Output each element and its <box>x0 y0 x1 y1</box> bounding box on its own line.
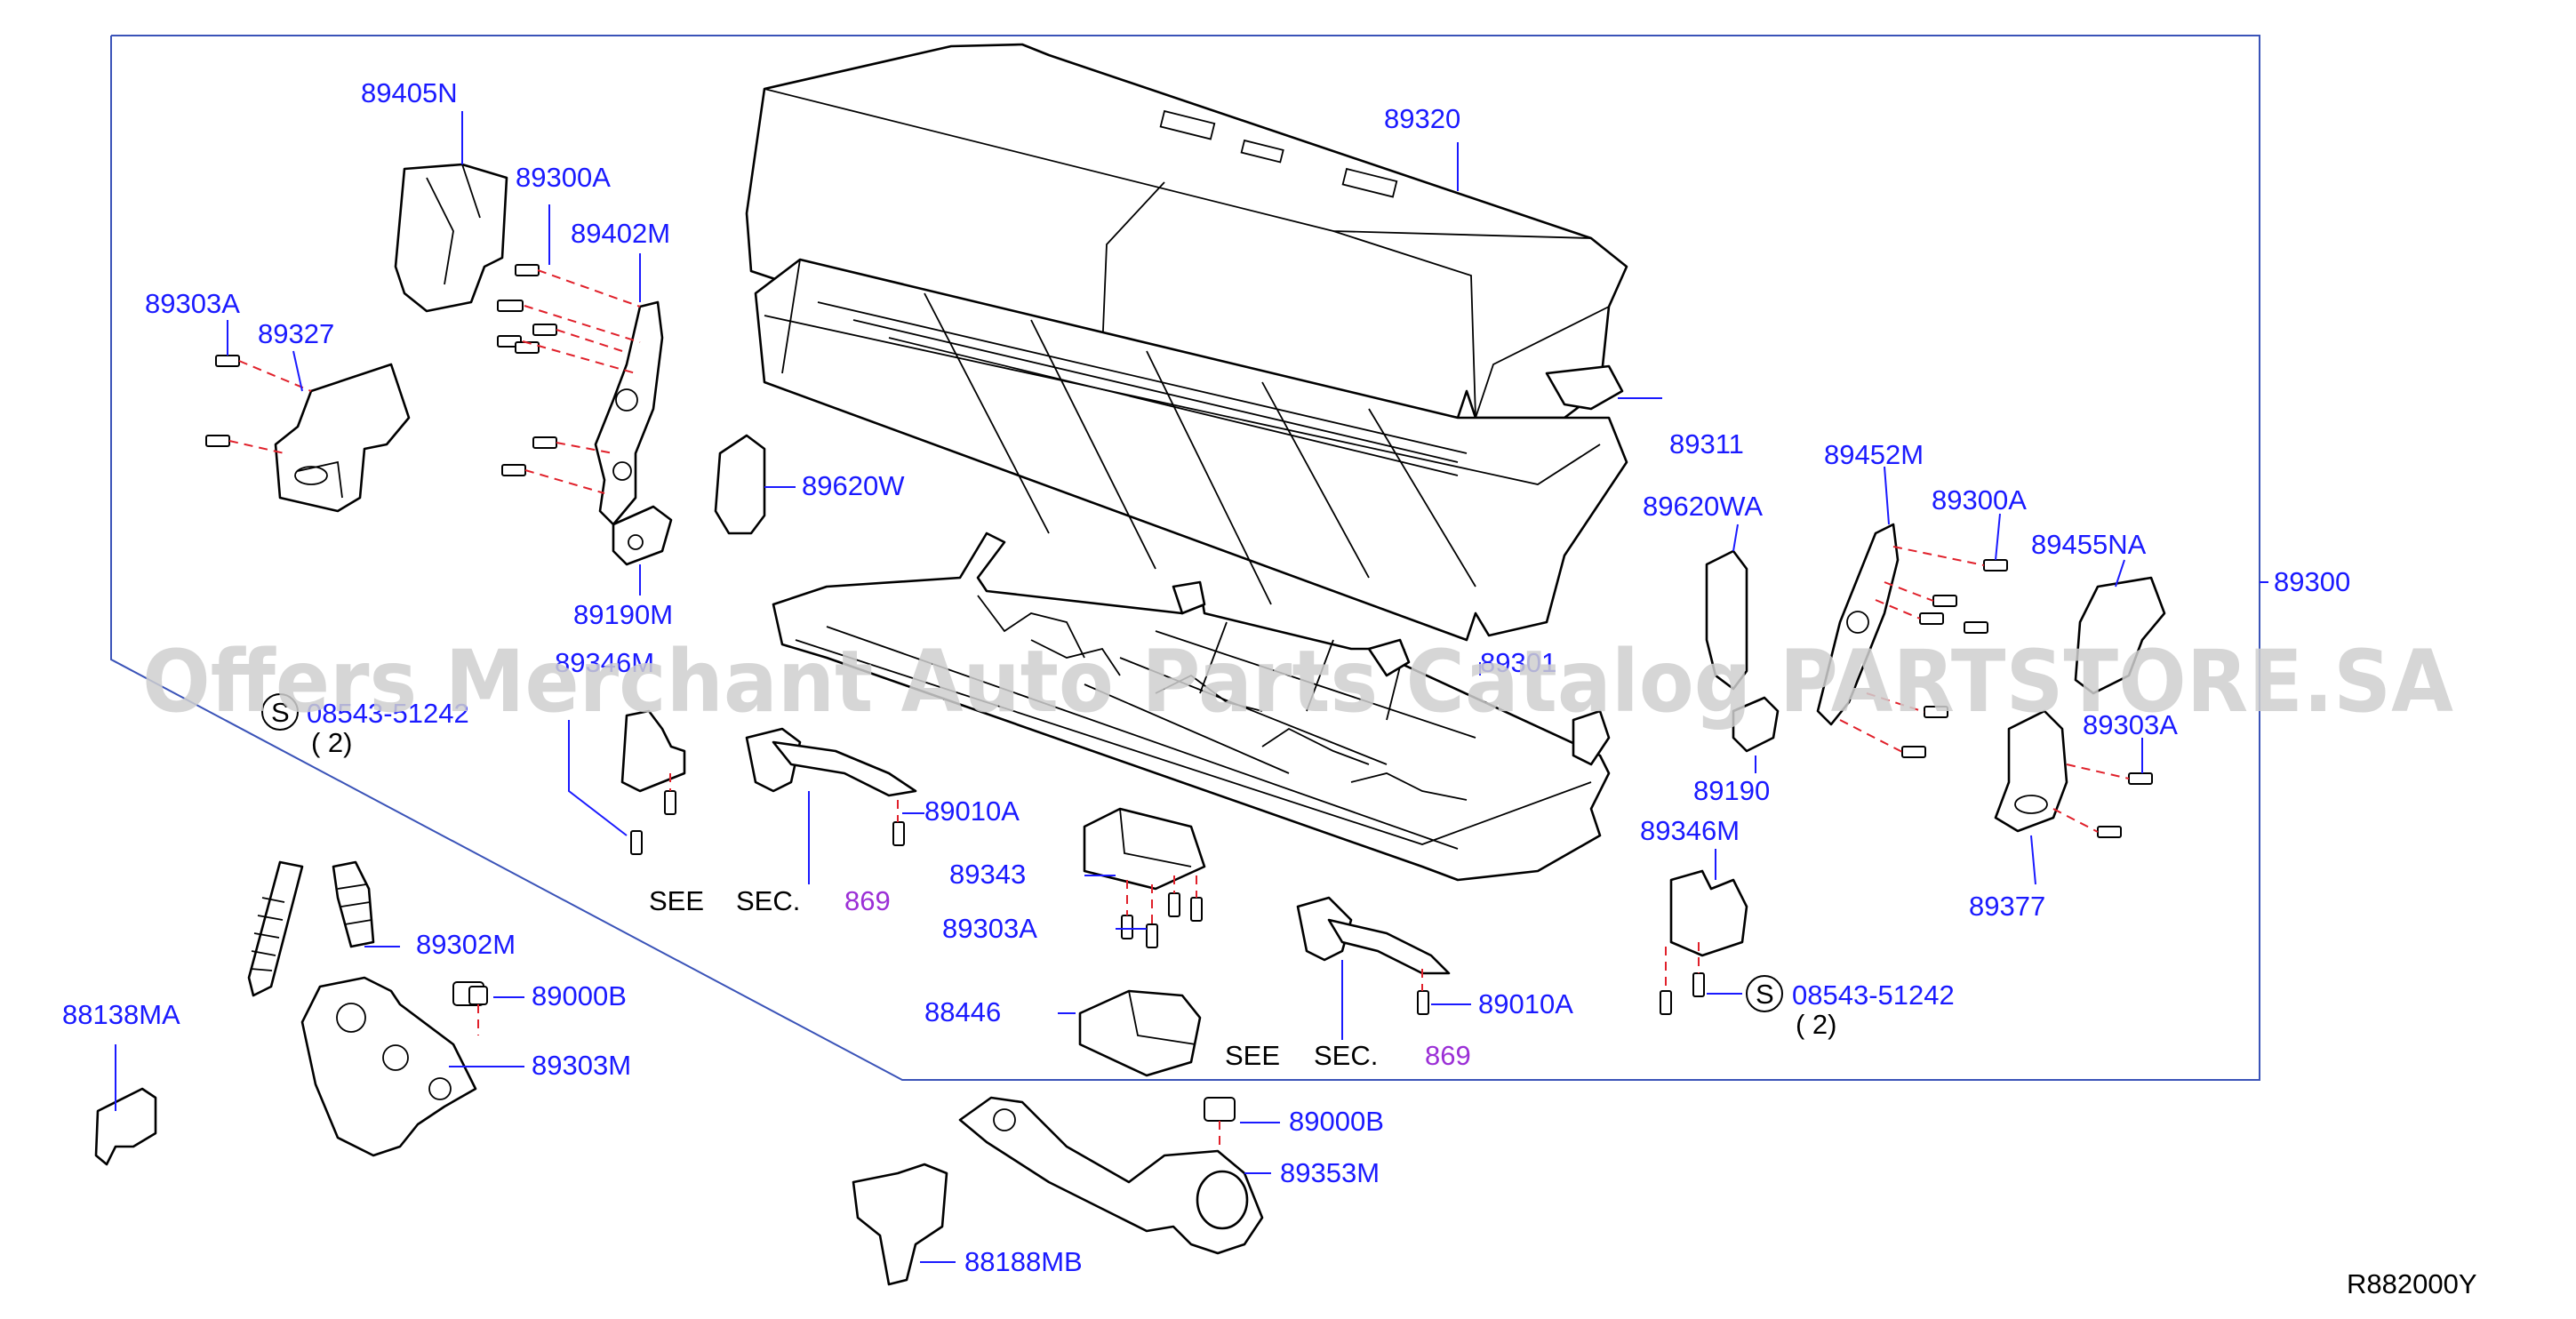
block-88446 <box>1078 989 1202 1077</box>
quantity-right: ( 2) <box>1796 1009 1837 1040</box>
hinge-89303M <box>300 976 477 1157</box>
svg-text:S: S <box>1756 979 1774 1010</box>
label-89303A[interactable]: 89303A <box>942 913 1037 944</box>
label-89010A[interactable]: 89010A <box>924 795 1020 827</box>
label-89302M[interactable]: 89302M <box>416 929 516 960</box>
bracket-89327 <box>274 363 411 513</box>
see-text: SEE <box>1225 1040 1280 1071</box>
hinge-bracket-89402M <box>594 300 664 526</box>
s-symbol-left: S <box>261 693 299 731</box>
label-89327[interactable]: 89327 <box>258 318 334 349</box>
cover-89405N <box>394 163 508 313</box>
label-89620W[interactable]: 89620W <box>802 470 905 501</box>
seat-frame-89311 <box>754 258 1628 642</box>
cover-89455NA <box>2074 576 2166 695</box>
cap-89620W <box>714 434 766 535</box>
label-89300A[interactable]: 89300A <box>516 162 611 193</box>
section-ref-869[interactable]: 869 <box>1425 1040 1471 1071</box>
cap-89620WA <box>1705 549 1748 691</box>
label-88446[interactable]: 88446 <box>924 996 1001 1027</box>
label-89303A[interactable]: 89303A <box>145 288 240 319</box>
label-89377[interactable]: 89377 <box>1969 891 2045 922</box>
sec-text: SEC. <box>1314 1040 1378 1071</box>
label-89303A[interactable]: 89303A <box>2083 709 2178 740</box>
label-89301[interactable]: 89301 <box>1480 647 1556 678</box>
label-89000B[interactable]: 89000B <box>532 980 627 1011</box>
label-08543-51242[interactable]: 08543-51242 <box>307 698 469 729</box>
label-89303M[interactable]: 89303M <box>532 1050 631 1081</box>
label-89353M[interactable]: 89353M <box>1280 1157 1380 1188</box>
block-89343 <box>1083 807 1206 891</box>
block-89190 <box>1732 696 1780 753</box>
bracket-88138MA <box>94 1087 157 1166</box>
label-89311[interactable]: 89311 <box>1669 428 1744 460</box>
label-89190M[interactable]: 89190M <box>573 599 673 630</box>
watermark-text: Offers Merchant Auto Parts Catalog PARTS… <box>142 632 2453 731</box>
quantity-left: ( 2) <box>311 727 353 758</box>
block-89190M <box>612 505 673 566</box>
label-88138MA[interactable]: 88138MA <box>62 999 180 1030</box>
hinge-bracket-89452M <box>1816 523 1900 726</box>
label-89620WA[interactable]: 89620WA <box>1643 491 1763 522</box>
label-89455NA[interactable]: 89455NA <box>2031 529 2147 560</box>
bracket-89346M-left <box>620 709 686 793</box>
label-89000B[interactable]: 89000B <box>1289 1106 1384 1137</box>
leader-lines <box>115 111 2268 1263</box>
fastener-bolts <box>205 264 2153 1015</box>
label-89343[interactable]: 89343 <box>949 859 1026 890</box>
label-89452M[interactable]: 89452M <box>1824 439 1924 470</box>
hinge-89353M <box>958 1096 1264 1255</box>
label-89320[interactable]: 89320 <box>1384 103 1460 134</box>
assembly-frame <box>110 35 2260 1081</box>
label-08543-51242[interactable]: 08543-51242 <box>1792 979 1955 1011</box>
section-ref-869[interactable]: 869 <box>844 885 891 916</box>
see-text: SEE <box>649 885 704 916</box>
diagram-code: R882000Y <box>2347 1268 2477 1299</box>
label-89346M[interactable]: 89346M <box>555 647 654 678</box>
label-89010A[interactable]: 89010A <box>1478 988 1573 1019</box>
bracket-89377 <box>1994 709 2068 833</box>
spring-89302M <box>247 860 375 997</box>
part-labels: 89405N 89300A 89402M 89303A 89327 89320 … <box>62 77 2477 1299</box>
bracket-88188MB <box>852 1163 948 1286</box>
bracket-89346M-right <box>1669 869 1748 957</box>
label-88188MB[interactable]: 88188MB <box>964 1246 1083 1277</box>
label-89346M[interactable]: 89346M <box>1640 815 1740 846</box>
lower-frame-89301 <box>772 532 1611 882</box>
label-89300A[interactable]: 89300A <box>1932 484 2027 516</box>
label-89402M[interactable]: 89402M <box>571 218 670 249</box>
label-89405N[interactable]: 89405N <box>361 77 458 108</box>
label-89190[interactable]: 89190 <box>1693 775 1770 806</box>
svg-text:S: S <box>271 697 290 728</box>
s-symbol-right: S <box>1746 975 1783 1012</box>
sec-text: SEC. <box>736 885 800 916</box>
buckle-right <box>1296 896 1353 962</box>
label-89300[interactable]: 89300 <box>2274 566 2350 597</box>
alignment-dashes <box>228 269 2130 1147</box>
